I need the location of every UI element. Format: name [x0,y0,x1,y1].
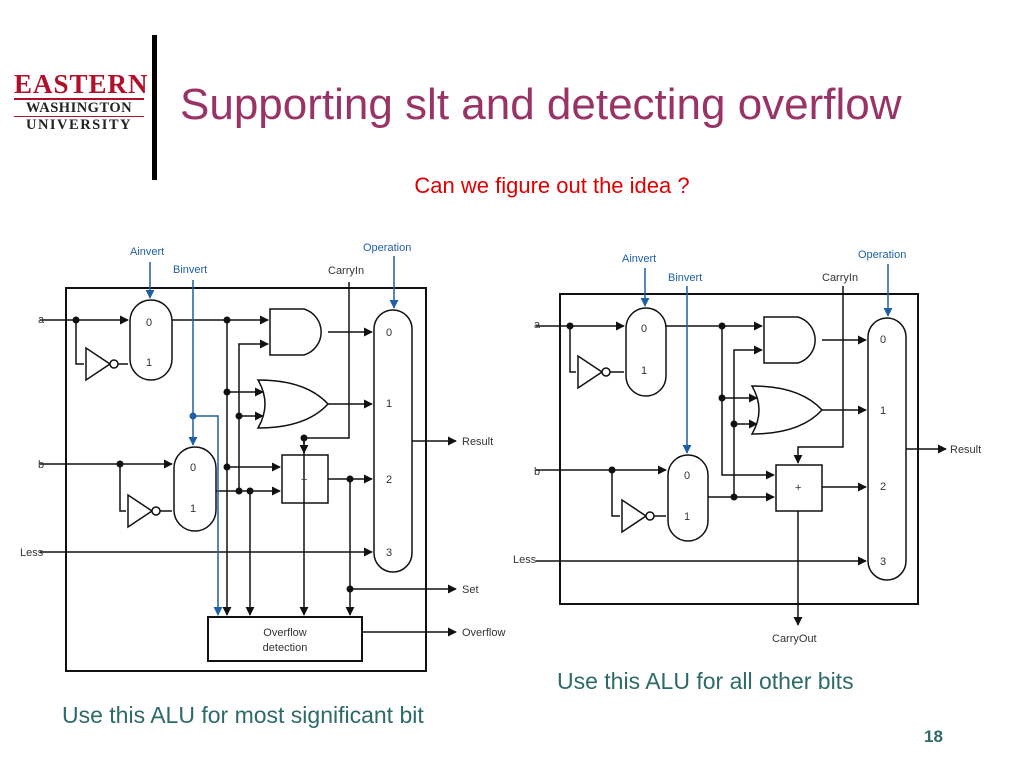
left-b-mux-1: 1 [190,503,196,515]
right-op-2: 2 [880,481,886,493]
right-a-mux-0: 0 [641,323,647,335]
right-b-mux-1: 1 [684,511,690,523]
right-ainvert-label: Ainvert [622,253,656,265]
left-or-gate [256,379,330,429]
left-diagram-edge-mask [511,600,519,660]
left-a-mux [129,299,173,381]
left-a-mux-0: 0 [146,317,152,329]
right-operation-label: Operation [858,249,906,261]
left-op-0: 0 [386,327,392,339]
left-b-mux-0: 0 [190,462,196,474]
right-or-gate [750,385,824,435]
left-overflow-label: Overflow [462,627,505,639]
left-op-3: 3 [386,547,392,559]
right-adder-label: + [795,482,801,494]
left-ovf-box-line2: detection [263,642,308,654]
right-a-mux [625,307,667,397]
page-number: 18 [924,727,943,746]
right-operation-mux [867,317,907,581]
logo-line-university: UNIVERSITY [14,116,144,133]
left-op-1: 1 [386,398,392,410]
left-op-2: 2 [386,474,392,486]
right-a-inverter-icon [577,354,604,390]
title-divider [152,35,157,180]
eastern-washington-university-logo: EASTERN WASHINGTON UNIVERSITY [14,69,149,133]
caption-most-significant-bit: Use this ALU for most significant bit [62,702,424,728]
right-carryout-label: CarryOut [772,633,817,645]
left-a-inverter-icon [85,346,112,382]
logo-line-washington: WASHINGTON [25,100,133,116]
left-carryin-label: CarryIn [328,265,364,277]
left-a-label: a [38,314,45,326]
left-alu-diagram [40,256,457,672]
right-alu-diagram [536,264,947,626]
left-diagram-labels: Ainvert Binvert Operation CarryIn a b Le… [20,242,505,654]
left-ovf-box-line1: Overflow [263,627,306,639]
left-b-label: b [38,459,44,471]
left-b-inverter-icon [127,493,154,529]
left-alu-frame [65,287,427,672]
left-ainvert-label: Ainvert [130,246,164,258]
left-result-label: Result [462,436,493,448]
left-and-gate [269,308,322,356]
right-op-1: 1 [880,405,886,417]
right-b-label: b [534,466,540,478]
right-less-label: Less [513,554,537,566]
right-op-3: 3 [880,556,886,568]
right-a-label: a [534,319,541,331]
left-less-label: Less [20,547,44,559]
left-adder-label: + [301,474,307,486]
slide-title: Supporting slt and detecting overflow [180,80,902,129]
right-op-0: 0 [880,334,886,346]
right-adder [775,464,823,512]
logo-line-eastern: EASTERN [14,69,149,100]
right-binvert-label: Binvert [668,272,702,284]
right-carryin-label: CarryIn [822,272,858,284]
right-result-label: Result [950,444,981,456]
left-overflow-detection [207,616,363,662]
right-b-mux [667,454,709,542]
left-set-label: Set [462,584,479,596]
caption-other-bits: Use this ALU for all other bits [557,668,854,694]
right-b-mux-0: 0 [684,470,690,482]
left-b-mux [173,446,217,532]
right-a-mux-1: 1 [641,365,647,377]
right-and-gate [763,316,816,364]
left-a-mux-1: 1 [146,357,152,369]
left-operation-mux [373,309,413,573]
slide-subtitle: Can we figure out the idea ? [414,173,690,198]
right-b-inverter-icon [621,498,648,534]
left-binvert-label: Binvert [173,264,207,276]
right-diagram-labels: Ainvert Binvert Operation CarryIn a b Le… [513,249,981,645]
left-operation-label: Operation [363,242,411,254]
